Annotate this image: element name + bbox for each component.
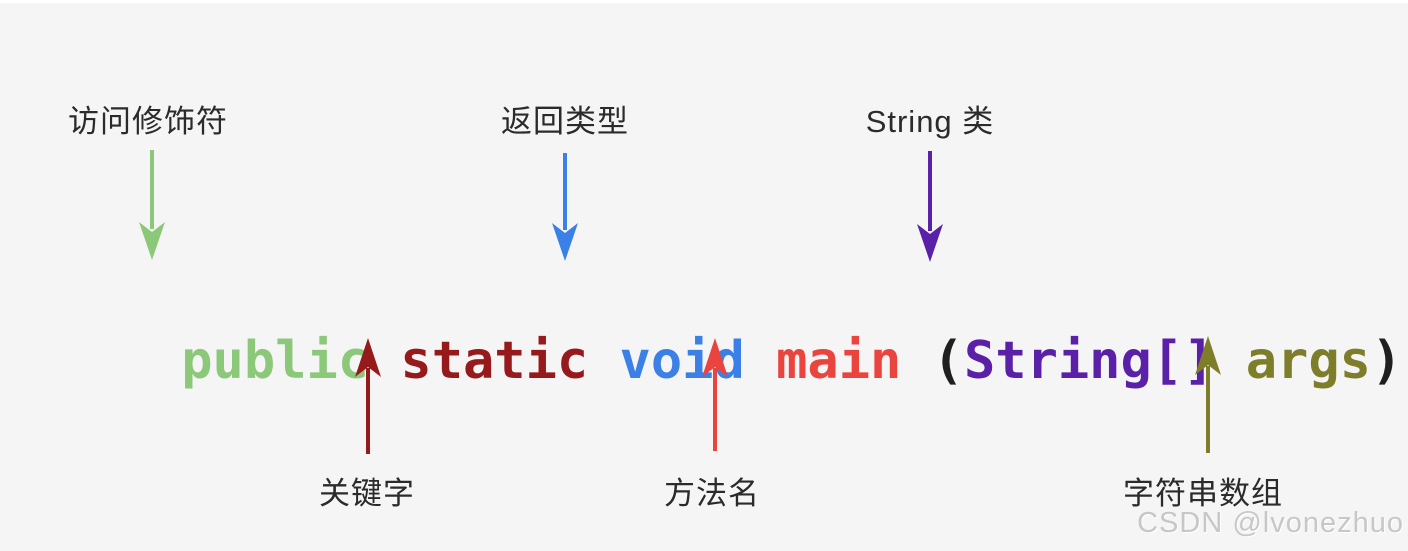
arrow-head xyxy=(702,338,728,377)
code-token-public: public xyxy=(181,331,370,391)
code-token-void: void xyxy=(619,331,745,391)
code-token-static: static xyxy=(400,331,589,391)
label-method-name: 方法名 xyxy=(664,476,760,511)
arrow-head xyxy=(139,222,165,260)
code-token-space xyxy=(588,331,619,391)
code-token-main: main xyxy=(776,331,902,391)
label-string-class: String 类 xyxy=(865,104,995,139)
code-line: public static void main (String[] args) xyxy=(56,264,1402,459)
code-token-args: args xyxy=(1245,331,1371,391)
arrow-down-access-modifier-icon xyxy=(139,150,165,260)
arrow-up-keyword-icon xyxy=(355,338,381,454)
arrow-down-return-type-icon xyxy=(552,153,578,261)
top-strip xyxy=(0,0,1408,3)
code-token-string-array-type: String[] xyxy=(963,331,1215,391)
csdn-watermark: CSDN @lvonezhuo xyxy=(1137,507,1404,539)
arrow-up-string-array-icon xyxy=(1195,336,1221,453)
arrow-head xyxy=(552,223,578,261)
code-token-close-paren: ) xyxy=(1370,331,1403,391)
label-return-type: 返回类型 xyxy=(501,104,629,139)
label-keyword: 关键字 xyxy=(319,476,415,511)
arrow-head xyxy=(355,338,381,377)
arrow-head xyxy=(1195,336,1221,375)
arrow-head xyxy=(917,224,943,262)
arrow-up-method-name-icon xyxy=(702,338,728,451)
label-access-modifier: 访问修饰符 xyxy=(68,104,228,139)
label-string-array: 字符串数组 xyxy=(1123,476,1283,511)
code-token-space xyxy=(745,331,776,391)
code-token-open-paren: ( xyxy=(901,331,964,391)
arrow-down-string-class-icon xyxy=(917,151,943,262)
